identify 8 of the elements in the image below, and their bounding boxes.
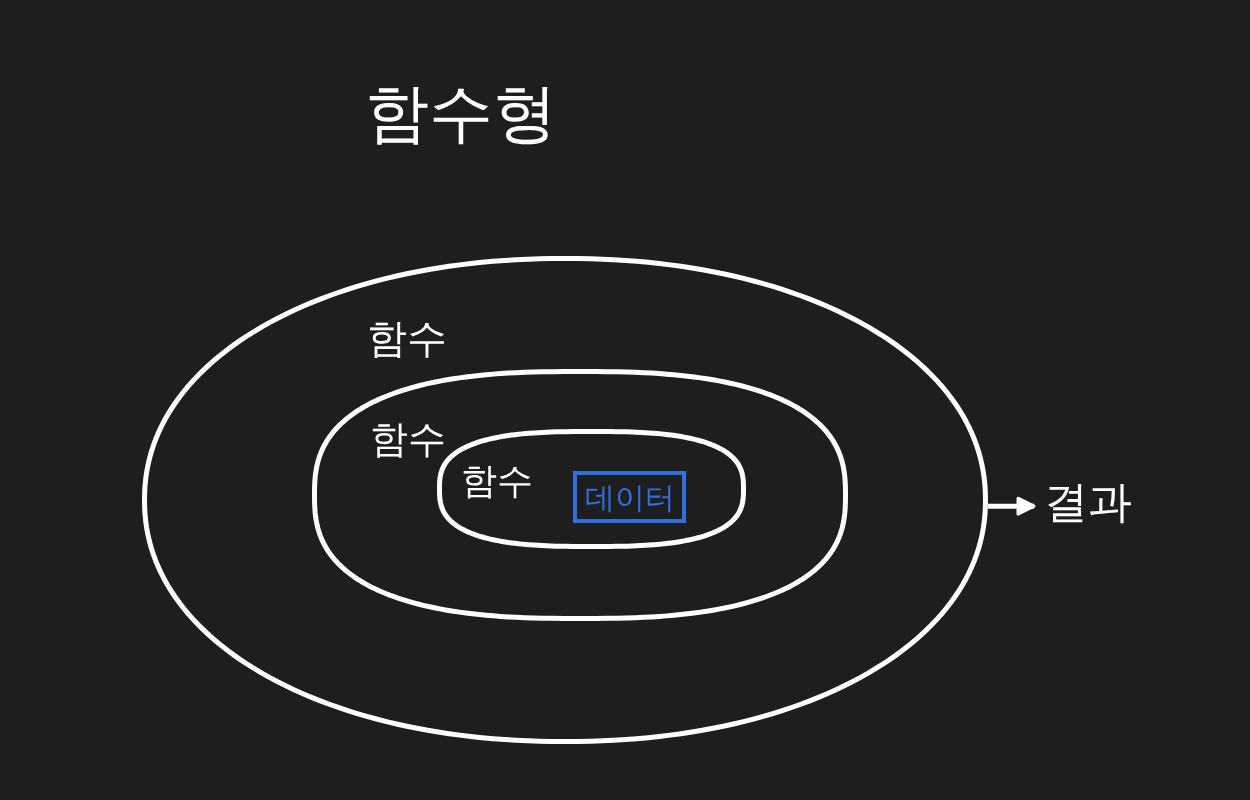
result-text: 결과 [1044,478,1132,527]
function-label: 함수 [370,419,446,461]
data-box [573,471,686,523]
function-label: 함수 [461,461,533,501]
function-label: 함수 [367,316,447,360]
diagram-title: 함수형 [365,78,557,149]
data-label: 데이터 [584,480,675,514]
arrow [987,496,1036,516]
